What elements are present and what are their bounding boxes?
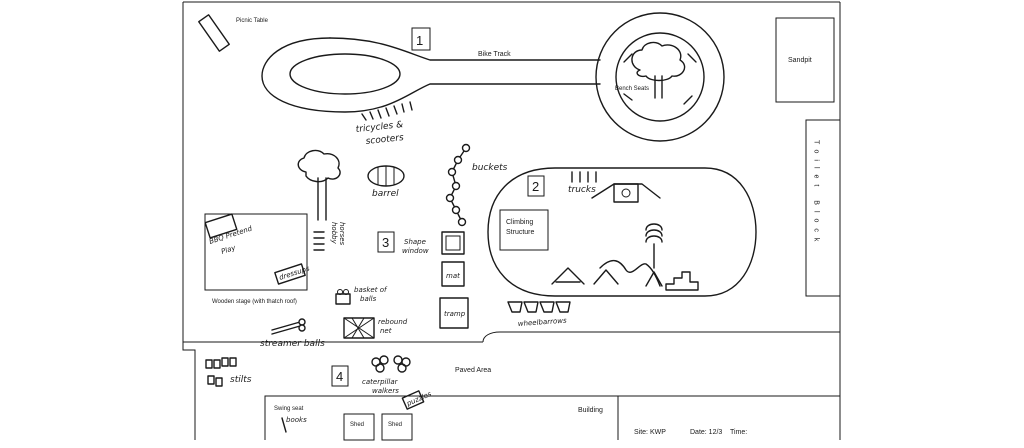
swing-seat-label: Swing seat (274, 406, 304, 412)
basket-label-1: basket of (354, 286, 388, 294)
zone-2-number: 2 (532, 179, 539, 194)
shed-2 (381, 413, 413, 441)
caterpillar-label-2: walkers (372, 387, 399, 395)
zone-4-marker: 4 (331, 365, 349, 387)
mat-label: mat (446, 272, 460, 280)
site-label: Site: KWP (634, 429, 666, 436)
shed-1-label: Shed (350, 422, 364, 428)
building-label: Building (578, 407, 603, 414)
zone-1-marker: 1 (411, 27, 431, 51)
bench-seats-label: Bench Seats (615, 86, 649, 92)
bbq-label-2: Play (220, 244, 237, 256)
building: Building Swing seat books puzzles Shed S… (264, 390, 840, 441)
bench-seat (687, 53, 697, 63)
bike-track: Bike Track (261, 12, 725, 142)
rebound-label-1: rebound (378, 318, 408, 326)
shape-window: Shape window (402, 231, 465, 255)
roundabout-tree: Bench Seats (615, 41, 697, 105)
hobby-label-1: hobby (330, 222, 338, 245)
wheelbarrows: wheelbarrows (507, 301, 571, 328)
climbing-label-1: Climbing (506, 219, 533, 226)
sandpit: Sandpit (775, 17, 835, 103)
paved-area-label: Paved Area (455, 367, 491, 374)
barrel: barrel (367, 165, 405, 199)
picnic-table-label: Picnic Table (236, 18, 269, 24)
mat: mat (441, 261, 465, 287)
site-info: Site: KWP Date: 12/3 Time: (634, 429, 747, 436)
sandpit-label: Sandpit (788, 57, 812, 64)
zone-1-number: 1 (416, 33, 423, 48)
bike-track-label: Bike Track (478, 51, 511, 58)
bench-seat (683, 95, 693, 105)
zone-3-number: 3 (382, 235, 389, 250)
caterpillar-walkers: caterpillar walkers (362, 355, 411, 395)
trucks-label: trucks (568, 185, 596, 195)
shape-label-1: Shape (404, 238, 426, 246)
stilts: stilts (205, 357, 252, 387)
toilet-block-label: Toilet Block (813, 140, 820, 247)
wooden-stage-label: Wooden stage (with thatch roof) (212, 299, 297, 305)
caterpillar-label-1: caterpillar (362, 378, 399, 386)
books-label: books (286, 416, 307, 424)
zone-2-area: 2 Climbing Structure trucks (487, 167, 757, 297)
tree (297, 149, 341, 221)
paved-area: Paved Area (182, 331, 840, 440)
bench-seat (623, 53, 633, 63)
basket-of-balls: basket of balls (335, 286, 388, 305)
streamer-balls: streamer balls (260, 318, 325, 349)
shed-2-label: Shed (388, 422, 402, 428)
wooden-stage: BBQ Pretend Play dressups Wooden stage (… (204, 213, 311, 305)
climbing-label-2: Structure (506, 229, 535, 236)
picnic-table: Picnic Table (198, 14, 269, 52)
scooters-label: scooters (365, 133, 404, 147)
basket-label-2: balls (360, 295, 377, 303)
rebound-label-2: net (380, 327, 392, 335)
bbq-label-1: BBQ Pretend (208, 224, 253, 246)
climbing-structure (499, 209, 549, 251)
barrel-label: barrel (372, 189, 399, 199)
hobby-label-2: horses (338, 222, 346, 246)
bench-seat (623, 93, 633, 101)
time-label: Time: (730, 429, 747, 436)
date-label: Date: 12/3 (690, 429, 722, 436)
tramp-label: tramp (444, 310, 466, 318)
wheelbarrows-label: wheelbarrows (518, 317, 568, 328)
zone-4-number: 4 (336, 369, 343, 384)
zone-3-marker: 3 (377, 231, 395, 253)
tramp: tramp (439, 297, 469, 329)
rebound-net: rebound net (343, 317, 408, 339)
hobby-horses: hobby horses (313, 222, 346, 251)
shape-label-2: window (402, 247, 429, 255)
buckets-label: buckets (472, 163, 508, 173)
stilts-label: stilts (230, 375, 252, 385)
streamer-balls-label: streamer balls (260, 339, 325, 349)
toilet-block: Toilet Block (805, 119, 841, 297)
tricycles-label: tricycles & (355, 120, 403, 135)
shed-1 (343, 413, 375, 441)
tricycles-scooters: tricycles & scooters (355, 101, 413, 147)
buckets: buckets (445, 143, 508, 227)
